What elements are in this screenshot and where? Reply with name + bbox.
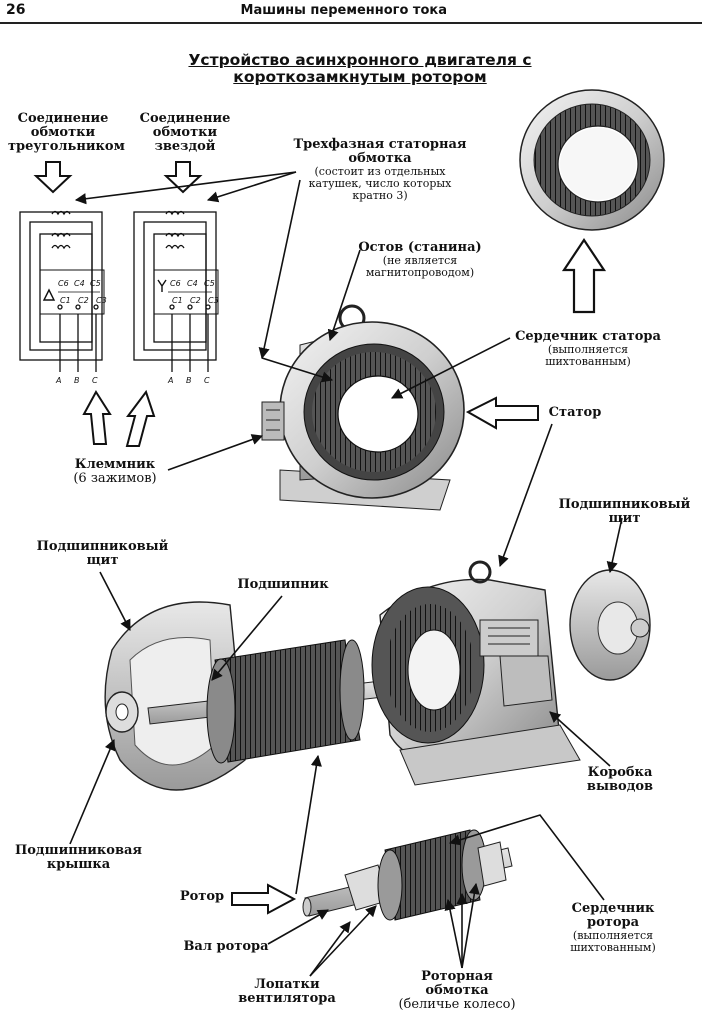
exploded-motor-illustration xyxy=(104,560,651,791)
rotor-shaft-label: Вал ротора xyxy=(183,939,269,954)
hollow-arrow-down xyxy=(163,161,203,194)
bearing-label: Подшипник xyxy=(237,577,329,592)
stator-core-label: Сердечник статора (выполняется шихтованн… xyxy=(515,329,661,368)
stator-winding-label: Трехфазная статорная обмотка (состоит из… xyxy=(293,137,467,202)
page-number: 26 xyxy=(6,2,26,18)
delta-top-terminal: C4 xyxy=(74,279,85,288)
page-header: 26 Машины переменного тока xyxy=(0,0,702,24)
star-connection-label: Соединение обмотки звездой xyxy=(139,111,231,154)
assembled-stator-illustration xyxy=(261,304,465,511)
star-phase-label: A xyxy=(167,376,173,385)
hollow-arrow-right xyxy=(231,883,297,915)
delta-top-terminal: C6 xyxy=(58,279,69,288)
star-top-terminal: C6 xyxy=(170,279,181,288)
rotor-illustration xyxy=(302,829,513,921)
star-top-terminal: C4 xyxy=(187,279,198,288)
hollow-arrow-up xyxy=(561,238,607,314)
terminal-box-label: Коробка выводов xyxy=(586,765,654,794)
rotor-label: Ротор xyxy=(179,889,225,904)
bearing-cover-label: Подшипниковая крышка xyxy=(14,843,143,872)
terminal-block-label: Клеммник (6 зажимов) xyxy=(73,457,157,486)
stator-label: Статор xyxy=(548,405,602,420)
bearing-shield-left-label: Подшипниковый щит xyxy=(36,539,169,568)
fan-blades-label: Лопатки вентилятора xyxy=(238,977,336,1006)
star-schematic xyxy=(133,210,219,372)
star-bottom-terminal: C2 xyxy=(190,296,201,305)
leader-lines xyxy=(69,171,623,977)
section-title: Машины переменного тока xyxy=(240,3,447,18)
hollow-arrow-left xyxy=(465,396,539,430)
star-phase-label: B xyxy=(186,376,192,385)
hollow-arrow-up xyxy=(125,389,156,447)
hollow-arrow-down xyxy=(33,161,73,194)
star-top-terminal: C5 xyxy=(204,279,215,288)
delta-connection-label: Соединение обмотки треугольником xyxy=(8,111,125,154)
delta-bottom-terminal: C3 xyxy=(96,296,107,305)
bearing-shield-right-label: Подшипниковый щит xyxy=(558,497,691,526)
diagram-title: Устройство асинхронного двигателя с коро… xyxy=(188,51,532,86)
star-phase-label: C xyxy=(204,376,210,385)
frame-label: Остов (станина) (не является магнитопров… xyxy=(358,240,482,279)
rotor-winding-label: Роторная обмотка (беличье колесо) xyxy=(398,969,516,1012)
stator-core-illustration xyxy=(519,89,665,231)
delta-phase-label: A xyxy=(55,376,61,385)
rotor-core-label: Сердечник ротора (выполняется шихтованны… xyxy=(570,901,656,954)
delta-schematic xyxy=(19,210,105,372)
delta-phase-label: B xyxy=(74,376,80,385)
delta-bottom-terminal: C1 xyxy=(60,296,71,305)
star-bottom-terminal: C3 xyxy=(208,296,219,305)
delta-bottom-terminal: C2 xyxy=(78,296,89,305)
star-bottom-terminal: C1 xyxy=(172,296,183,305)
hollow-arrow-up xyxy=(82,390,112,445)
delta-phase-label: C xyxy=(92,376,98,385)
delta-top-terminal: C5 xyxy=(90,279,101,288)
